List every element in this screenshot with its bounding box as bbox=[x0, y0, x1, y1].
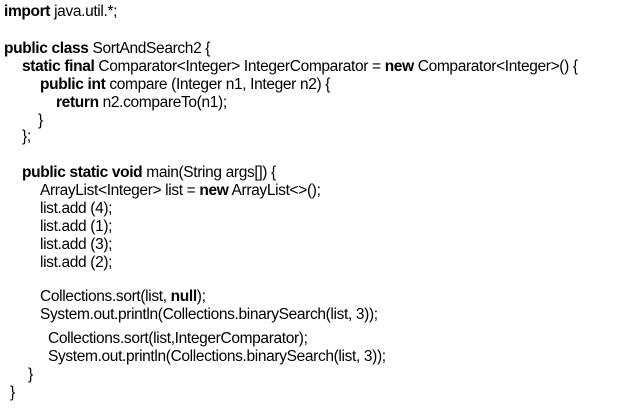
code-line: System.out.println(Collections.binarySea… bbox=[40, 306, 378, 324]
code-line: public class SortAndSearch2 { bbox=[4, 40, 210, 58]
code-keyword: import bbox=[4, 3, 51, 20]
code-line: list.add (4); bbox=[40, 200, 112, 218]
code-text: compare (Integer n1, Integer n2) { bbox=[105, 76, 331, 93]
code-keyword: public class bbox=[4, 40, 89, 57]
code-text: list.add (1); bbox=[40, 218, 113, 235]
code-text: list.add (4); bbox=[40, 200, 113, 217]
code-line: System.out.println(Collections.binarySea… bbox=[48, 348, 386, 366]
code-text: ); bbox=[196, 288, 206, 305]
code-text: java.util.*; bbox=[50, 3, 118, 20]
code-keyword: new bbox=[199, 182, 229, 199]
code-text: Collections.sort(list, bbox=[40, 288, 171, 305]
code-keyword: public int bbox=[40, 76, 106, 93]
code-text: System.out.println(Collections.binarySea… bbox=[40, 306, 378, 323]
code-text: SortAndSearch2 { bbox=[88, 40, 211, 57]
code-line: } bbox=[28, 366, 33, 384]
code-line: public int compare (Integer n1, Integer … bbox=[40, 76, 330, 94]
code-line: list.add (2); bbox=[40, 254, 112, 272]
code-line: public static void main(String args[]) { bbox=[22, 164, 276, 182]
code-keyword: static final bbox=[22, 58, 95, 75]
code-line: } bbox=[10, 384, 15, 402]
code-text: Comparator<Integer> IntegerComparator = bbox=[94, 58, 385, 75]
code-text: } bbox=[10, 384, 15, 401]
code-text: list.add (3); bbox=[40, 236, 113, 253]
code-keyword: null bbox=[170, 288, 198, 305]
code-line: Collections.sort(list,IntegerComparator)… bbox=[48, 330, 308, 348]
code-text: }; bbox=[22, 128, 31, 145]
code-line: return n2.compareTo(n1); bbox=[56, 94, 227, 112]
code-line: }; bbox=[22, 128, 31, 146]
code-text: Comparator<Integer>() { bbox=[413, 58, 578, 75]
code-text: } bbox=[28, 366, 33, 383]
code-text: } bbox=[38, 112, 43, 129]
code-text: ArrayList<Integer> list = bbox=[40, 182, 200, 199]
code-line: ArrayList<Integer> list = new ArrayList<… bbox=[40, 182, 321, 200]
code-line: } bbox=[38, 112, 43, 130]
code-text: n2.compareTo(n1); bbox=[98, 94, 228, 111]
code-text: ArrayList<>(); bbox=[228, 182, 321, 199]
code-line: import java.util.*; bbox=[4, 3, 117, 21]
code-text: main(String args[]) { bbox=[142, 164, 276, 181]
code-keyword: return bbox=[56, 94, 99, 111]
code-line: static final Comparator<Integer> Integer… bbox=[22, 58, 578, 76]
code-line: Collections.sort(list, null); bbox=[40, 288, 206, 306]
code-line: list.add (1); bbox=[40, 218, 112, 236]
code-text: list.add (2); bbox=[40, 254, 113, 271]
code-keyword: new bbox=[384, 58, 414, 75]
code-keyword: public static void bbox=[22, 164, 143, 181]
code-line: list.add (3); bbox=[40, 236, 112, 254]
code-text: System.out.println(Collections.binarySea… bbox=[48, 348, 386, 365]
code-text: Collections.sort(list,IntegerComparator)… bbox=[48, 330, 308, 347]
